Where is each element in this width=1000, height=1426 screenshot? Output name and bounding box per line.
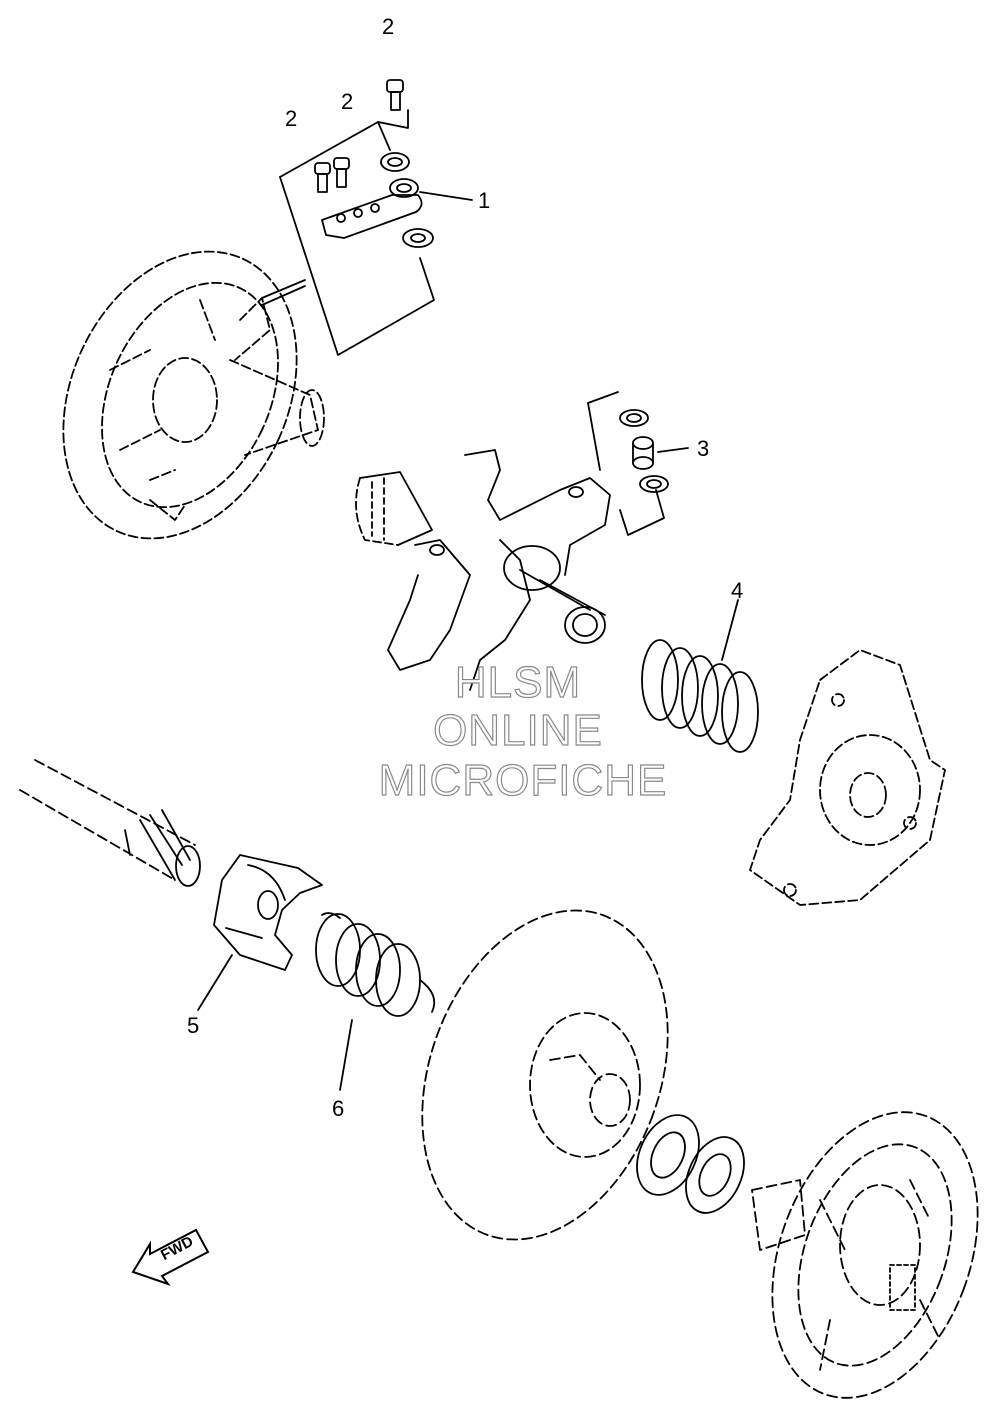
coil-spring-lower <box>315 912 436 1091</box>
bracket-plate <box>321 194 423 239</box>
watermark-line-2: ONLINE <box>432 705 603 755</box>
watermark-line-1: HLSM <box>454 657 582 707</box>
callout-3: 3 <box>697 436 710 461</box>
coil-spring-upper <box>641 599 759 753</box>
bolt-top <box>386 79 404 111</box>
callout-4: 4 <box>731 578 744 603</box>
spider-hub <box>355 449 611 691</box>
fwd-arrow-icon <box>131 1228 210 1286</box>
lower-sheave <box>751 1111 979 1399</box>
thrust-washers <box>636 1114 745 1214</box>
callout-6: 6 <box>332 1096 345 1121</box>
callout-2-mid: 2 <box>341 89 354 114</box>
drive-shaft <box>19 759 201 887</box>
callout-2-top: 2 <box>382 14 395 39</box>
fixed-sheave-housing <box>62 250 325 540</box>
bolt-left-1 <box>314 162 331 193</box>
cover-plate <box>749 649 946 906</box>
splined-boss <box>889 1264 916 1311</box>
movable-sheave <box>421 909 669 1241</box>
ramp-weight <box>197 854 323 1011</box>
bracket-assembly <box>261 79 473 356</box>
watermark-line-3: MICROFICHE <box>378 755 668 805</box>
bushing-set <box>587 391 689 536</box>
callout-2-left: 2 <box>285 106 298 131</box>
callout-1: 1 <box>478 188 491 213</box>
callout-5: 5 <box>187 1013 200 1038</box>
bolt-left-2 <box>333 157 350 188</box>
